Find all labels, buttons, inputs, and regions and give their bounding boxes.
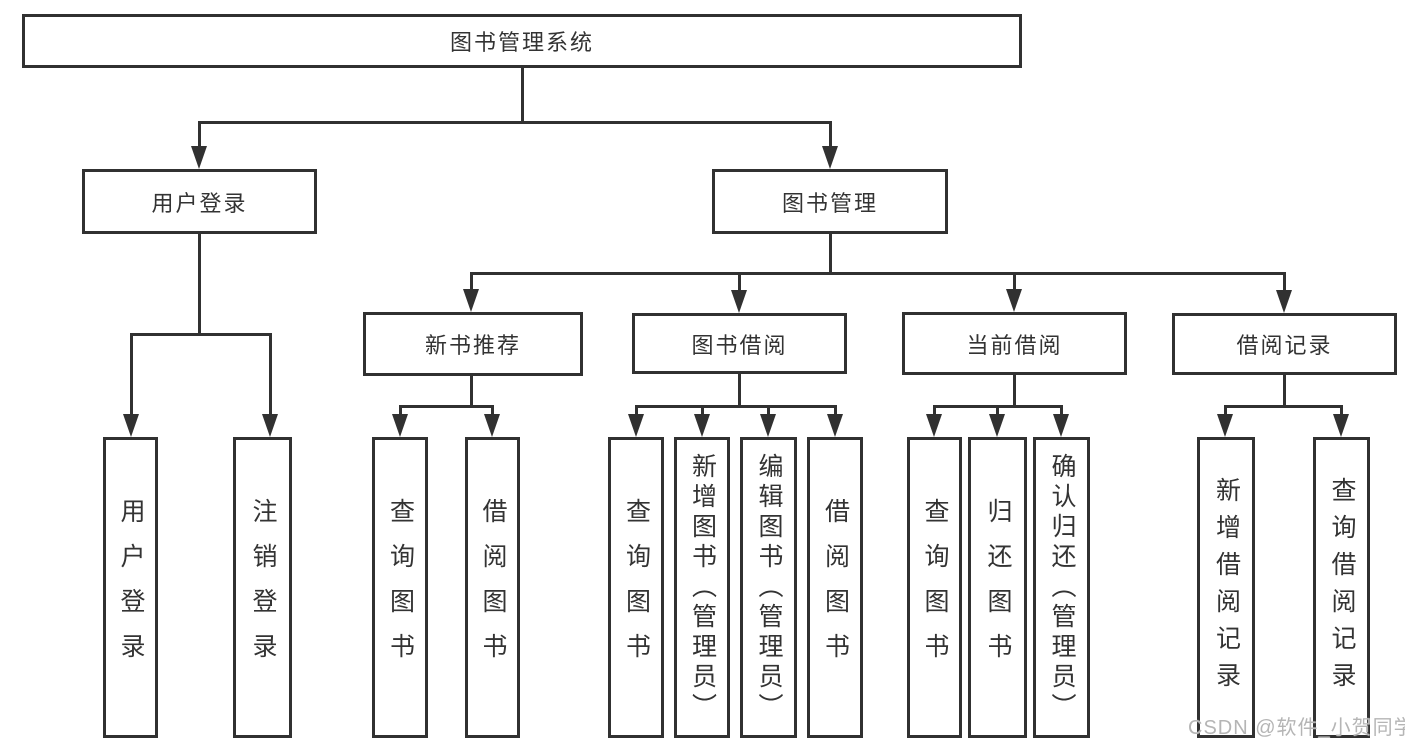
leaf-edit-books-admin-label: 编辑图书（管理员） bbox=[755, 452, 783, 723]
node-user-login-label: 用户登录 bbox=[151, 190, 248, 216]
arrow-stem bbox=[129, 334, 133, 414]
node-book-borrowing: 图书借阅 bbox=[632, 313, 847, 374]
arrow-head-icon bbox=[760, 414, 776, 437]
connector-vline bbox=[1012, 375, 1016, 406]
arrow-head-icon bbox=[1217, 414, 1233, 437]
node-book-management: 图书管理 bbox=[712, 169, 948, 234]
arrow-head-icon bbox=[926, 414, 942, 437]
node-user-login: 用户登录 bbox=[82, 169, 317, 234]
node-borrowing-records: 借阅记录 bbox=[1172, 313, 1397, 375]
arrow-stem bbox=[398, 406, 402, 414]
node-new-book-recommendation: 新书推荐 bbox=[363, 312, 583, 376]
arrow-head-icon bbox=[484, 414, 500, 437]
arrow-head-icon bbox=[731, 290, 747, 313]
arrow-stem bbox=[932, 406, 936, 414]
leaf-add-books-admin-label: 新增图书（管理员） bbox=[688, 452, 717, 723]
arrow-stem bbox=[1223, 406, 1227, 414]
arrow-stem bbox=[995, 406, 999, 414]
leaf-query-books-current: 查询图书 bbox=[907, 437, 962, 738]
node-current-borrowing-label: 当前借阅 bbox=[966, 332, 1063, 358]
arrow-head-icon bbox=[628, 414, 644, 437]
connector-vline bbox=[197, 234, 201, 334]
leaf-logout: 注销登录 bbox=[233, 437, 292, 738]
leaf-query-borrowing-record: 查询借阅记录 bbox=[1313, 437, 1370, 738]
arrow-stem bbox=[1012, 273, 1016, 289]
arrow-stem bbox=[197, 122, 201, 146]
connector-vline bbox=[1282, 375, 1286, 406]
arrow-head-icon bbox=[463, 289, 479, 312]
leaf-borrow-books-recommend-label: 借阅图书 bbox=[479, 497, 507, 678]
arrow-stem bbox=[469, 273, 473, 289]
arrow-stem bbox=[766, 406, 770, 414]
leaf-query-books-borrowing-label: 查询图书 bbox=[622, 497, 651, 678]
arrow-stem bbox=[700, 406, 704, 414]
leaf-borrow-books-borrowing: 借阅图书 bbox=[807, 437, 863, 738]
node-current-borrowing: 当前借阅 bbox=[902, 312, 1127, 375]
arrow-head-icon bbox=[392, 414, 408, 437]
node-book-borrowing-label: 图书借阅 bbox=[691, 332, 788, 358]
leaf-user-login: 用户登录 bbox=[103, 437, 158, 738]
connector-hline bbox=[129, 332, 272, 336]
node-new-book-recommendation-label: 新书推荐 bbox=[424, 333, 521, 358]
connector-hline bbox=[634, 404, 837, 408]
connector-hline bbox=[197, 120, 832, 124]
arrow-stem bbox=[737, 273, 741, 290]
arrow-stem bbox=[634, 406, 638, 414]
arrow-head-icon bbox=[1276, 290, 1292, 313]
leaf-borrow-books-recommend: 借阅图书 bbox=[465, 437, 520, 738]
leaf-user-login-label: 用户登录 bbox=[117, 497, 145, 678]
arrow-head-icon bbox=[694, 414, 710, 437]
arrow-head-icon bbox=[262, 414, 278, 437]
leaf-query-books-borrowing: 查询图书 bbox=[608, 437, 664, 738]
leaf-add-borrowing-record: 新增借阅记录 bbox=[1197, 437, 1255, 738]
arrow-head-icon bbox=[989, 414, 1005, 437]
arrow-stem bbox=[828, 122, 832, 146]
arrow-head-icon bbox=[191, 146, 207, 169]
node-library-management-system-label: 图书管理系统 bbox=[449, 30, 594, 55]
leaf-query-books-recommend-label: 查询图书 bbox=[386, 497, 415, 678]
leaf-add-books-admin: 新增图书（管理员） bbox=[674, 437, 730, 738]
leaf-confirm-return-admin: 确认归还（管理员） bbox=[1033, 437, 1090, 738]
leaf-confirm-return-admin-label: 确认归还（管理员） bbox=[1048, 452, 1076, 723]
leaf-edit-books-admin: 编辑图书（管理员） bbox=[740, 437, 797, 738]
connector-vline bbox=[828, 234, 832, 273]
arrow-stem bbox=[268, 334, 272, 414]
connector-hline bbox=[1223, 404, 1343, 408]
node-book-management-label: 图书管理 bbox=[781, 190, 878, 216]
leaf-borrow-books-borrowing-label: 借阅图书 bbox=[821, 497, 850, 678]
csdn-watermark: CSDN @软件_小贺同学 bbox=[1188, 717, 1405, 739]
connector-vline bbox=[520, 68, 524, 122]
leaf-query-books-current-label: 查询图书 bbox=[921, 497, 949, 678]
node-library-management-system: 图书管理系统 bbox=[22, 14, 1022, 68]
arrow-head-icon bbox=[827, 414, 843, 437]
arrow-stem bbox=[1282, 273, 1286, 290]
connector-vline bbox=[737, 374, 741, 406]
leaf-logout-label: 注销登录 bbox=[249, 497, 277, 678]
arrow-stem bbox=[1059, 406, 1063, 414]
leaf-query-borrowing-record-label: 查询借阅记录 bbox=[1328, 476, 1356, 699]
leaf-add-borrowing-record-label: 新增借阅记录 bbox=[1212, 476, 1241, 699]
arrow-stem bbox=[1339, 406, 1343, 414]
leaf-return-books-label: 归还图书 bbox=[984, 497, 1012, 678]
arrow-head-icon bbox=[1053, 414, 1069, 437]
arrow-head-icon bbox=[822, 146, 838, 169]
connector-hline bbox=[469, 271, 1286, 275]
connector-hline bbox=[398, 404, 494, 408]
connector-vline bbox=[469, 376, 473, 406]
node-borrowing-records-label: 借阅记录 bbox=[1236, 333, 1333, 358]
arrow-head-icon bbox=[1006, 289, 1022, 312]
leaf-query-books-recommend: 查询图书 bbox=[372, 437, 428, 738]
arrow-stem bbox=[490, 406, 494, 414]
leaf-return-books: 归还图书 bbox=[968, 437, 1027, 738]
arrow-head-icon bbox=[1333, 414, 1349, 437]
arrow-stem bbox=[833, 406, 837, 414]
arrow-head-icon bbox=[123, 414, 139, 437]
